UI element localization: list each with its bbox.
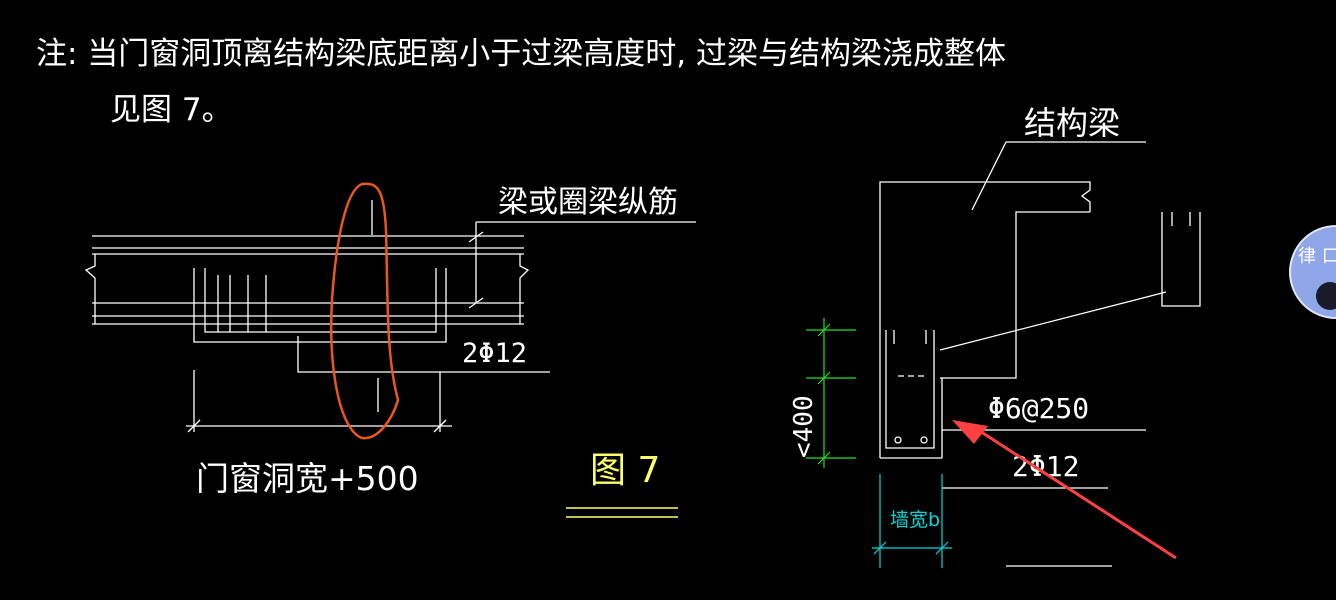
right-bottom-bar-label: 2Φ12 [1012, 450, 1079, 483]
red-arrow-markup [952, 420, 1177, 560]
structural-beam-label: 结构梁 [1024, 104, 1120, 142]
rebar-label: 梁或圈梁纵筋 [498, 185, 678, 220]
avatar[interactable]: 律 口 [1289, 225, 1336, 319]
left-bottom-bar-label: 2Φ12 [462, 338, 527, 369]
beam-section-detail [879, 141, 1201, 567]
wall-width-dimension [872, 474, 952, 568]
height-dimension-label: <400 [789, 395, 819, 458]
note-line-2: 见图 7。 [110, 92, 233, 128]
orange-circle-markup [330, 182, 400, 440]
height-dimension [806, 318, 856, 468]
figure-label: 图 7 [590, 450, 660, 491]
lintel-elevation-detail [84, 200, 696, 433]
note-line-1: 注: 当门窗洞顶离结构梁底距离小于过梁高度时, 过梁与结构梁浇成整体 [36, 36, 1006, 72]
width-dimension-label: 门窗洞宽+500 [196, 459, 419, 498]
avatar-glyphs: 律 口 [1298, 246, 1336, 267]
wall-width-label: 墙宽b [890, 509, 940, 531]
stirrup-label: Φ6@250 [988, 392, 1089, 425]
